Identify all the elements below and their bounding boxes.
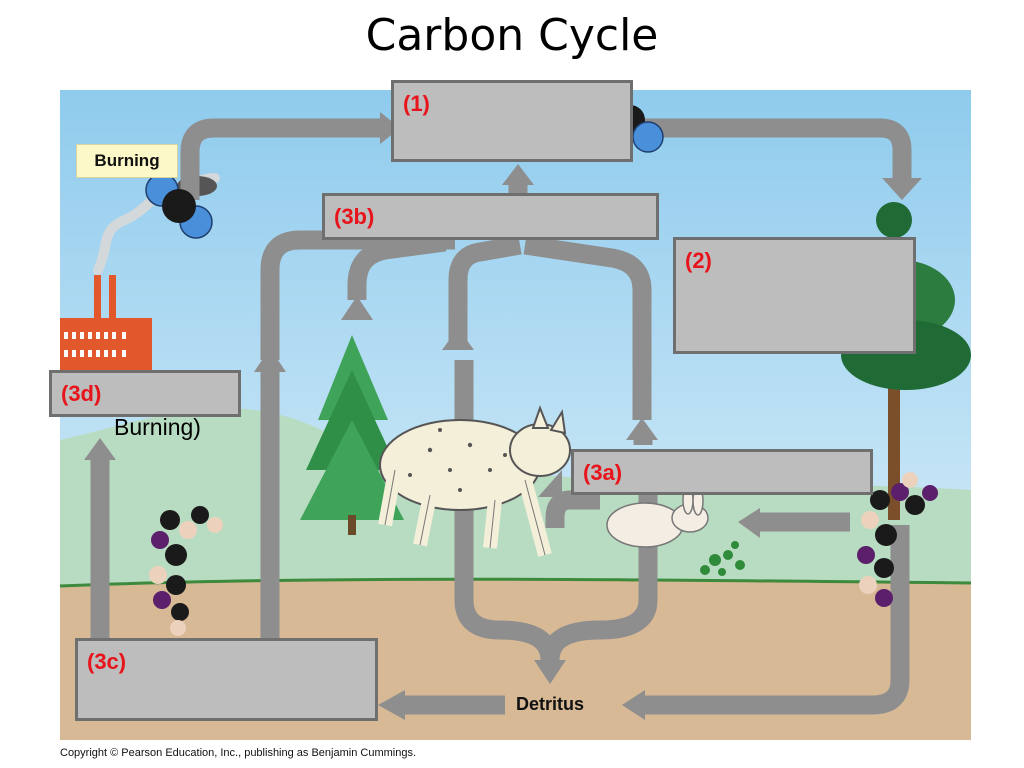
box-2[interactable]: (2) (673, 237, 916, 354)
box-3a[interactable]: (3a) (571, 449, 873, 495)
spruce-tree (300, 335, 404, 535)
factory (60, 275, 152, 370)
cycle-arrows (90, 118, 912, 715)
rabbit (606, 485, 709, 548)
bobcat (378, 405, 571, 557)
organic-molecule-left (149, 506, 223, 636)
box-3d[interactable]: (3d) (49, 370, 241, 417)
box-3c-label: (3c) (87, 649, 127, 674)
box-3c[interactable]: (3c) (75, 638, 378, 721)
co2-molecule-left (145, 173, 213, 239)
box-2-label: (2) (685, 248, 712, 273)
box-3a-label: (3a) (583, 460, 623, 485)
box-3b[interactable]: (3b) (322, 193, 659, 240)
copyright-text: Copyright © Pearson Education, Inc., pub… (60, 747, 417, 759)
box-1-label: (1) (403, 91, 430, 116)
organic-molecule-right (857, 472, 938, 607)
box-3b-label: (3b) (334, 204, 375, 229)
burning-text: Burning) (114, 414, 201, 440)
arrow-heads (84, 112, 922, 720)
page-title: Carbon Cycle (365, 10, 659, 61)
hill (60, 408, 971, 590)
small-plant (700, 541, 745, 576)
box-3d-label: (3d) (61, 381, 102, 406)
detritus-label: Detritus (516, 694, 585, 714)
box-1[interactable]: (1) (391, 80, 633, 162)
burning-tag: Burning (76, 144, 178, 178)
